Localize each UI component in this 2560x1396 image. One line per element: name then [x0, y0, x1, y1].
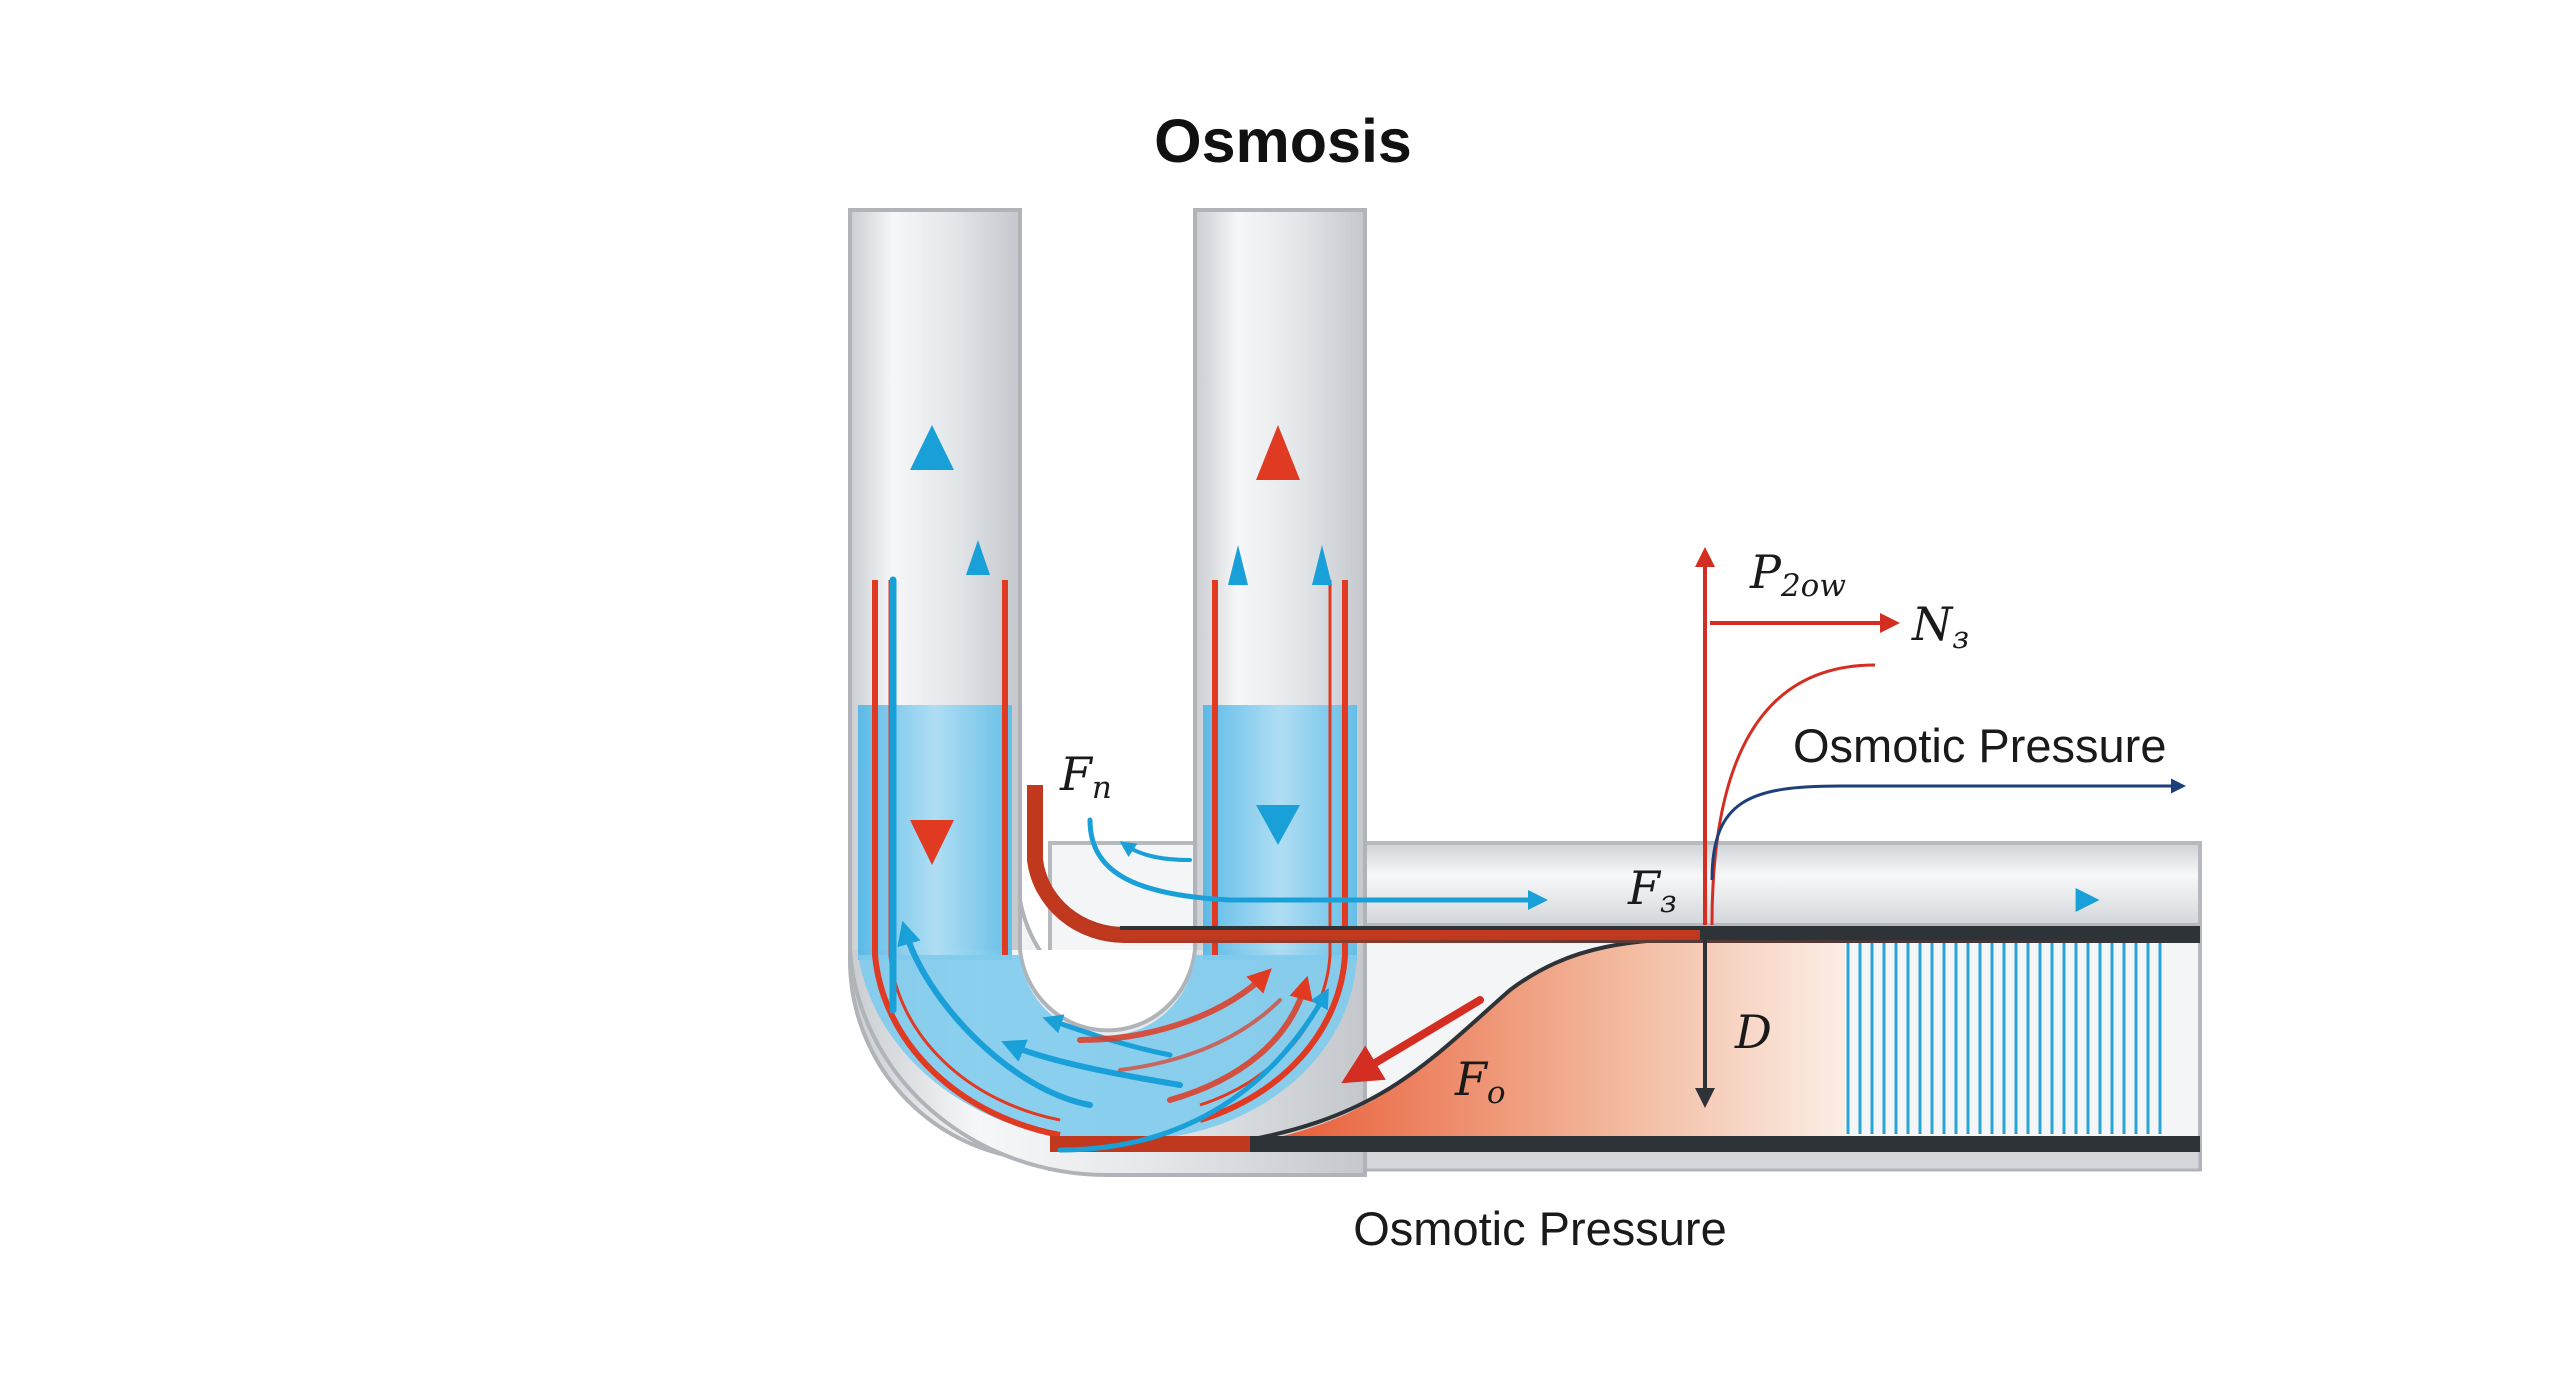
tube-arrows: [889, 425, 2100, 1153]
membrane-pores: [1846, 942, 2162, 1134]
pressure-plot: [1695, 547, 2186, 1108]
flux-curve: [1710, 663, 1876, 926]
force-n-label: Fn: [1059, 747, 1112, 806]
force-o-label: Fo: [1454, 1052, 1506, 1111]
u-bend-inner: [1018, 949, 1197, 1033]
osmotic-pressure-curve: [1710, 778, 2186, 881]
membrane-bottom-bar: [1050, 1136, 2200, 1152]
labels: P2ow Nз Osmotic Pressure Fn Fз Fo D Osmo…: [1059, 545, 2166, 1255]
caption: Osmotic Pressure: [1353, 1202, 1726, 1255]
flux-axis-label: Nз: [1911, 597, 1969, 656]
osmotic-pressure-curve-label: Osmotic Pressure: [1793, 719, 2166, 772]
pressure-axis-label: P2ow: [1749, 545, 1846, 604]
diagram-title: Osmosis: [1154, 107, 1412, 175]
distance-label: D: [1734, 1005, 1772, 1059]
membrane-top-red: [1030, 785, 1700, 941]
force-s-label: Fз: [1627, 861, 1677, 920]
